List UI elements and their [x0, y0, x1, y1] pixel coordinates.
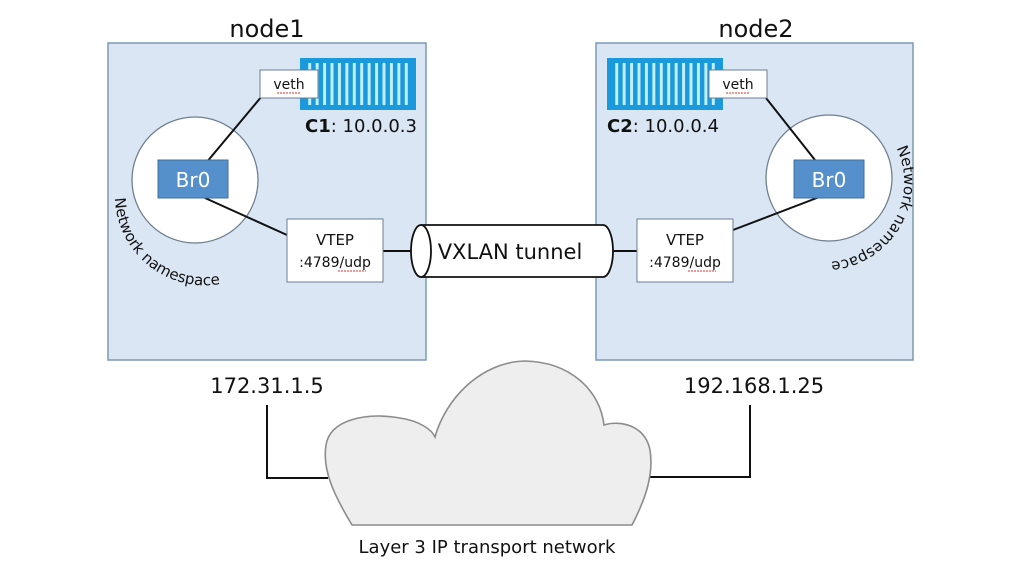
node2-container-label: C2: 10.0.0.4 — [607, 116, 719, 137]
svg-text:veth: veth — [722, 77, 753, 93]
container-body — [607, 58, 723, 110]
node1-vtep: VTEP :4789/udp — [286, 218, 384, 283]
node2-bridge-br0: Br0 — [793, 159, 865, 199]
container-stripe — [337, 63, 341, 105]
container-stripe — [704, 63, 708, 105]
container-stripe — [367, 63, 371, 105]
node1-container-label: C1: 10.0.0.3 — [305, 116, 417, 137]
node2-panel: node2 Network namespace Br0 C2: 10.0.0.4… — [595, 15, 918, 361]
node2-host-ip: 192.168.1.25 — [684, 374, 824, 398]
container-stripe — [637, 63, 641, 105]
svg-text:veth: veth — [273, 77, 304, 93]
container-body — [300, 58, 416, 110]
svg-text::4789/udp: :4789/udp — [299, 255, 371, 271]
node1-panel: node1 Network namespace Br0 C1: 10.0.0.3… — [107, 15, 427, 361]
container-stripe — [352, 63, 356, 105]
svg-text::4789/udp: :4789/udp — [649, 255, 721, 271]
svg-text:Br0: Br0 — [176, 168, 211, 192]
node1-link-bridge-vtep — [204, 197, 288, 236]
container-stripe — [682, 63, 686, 105]
node2-underlay-link — [650, 405, 751, 478]
node1-underlay-link — [266, 405, 328, 479]
container-stripe — [652, 63, 656, 105]
container-stripe — [330, 63, 334, 105]
container-stripe — [659, 63, 663, 105]
container-stripe — [689, 63, 693, 105]
node1-host-ip: 172.31.1.5 — [210, 374, 324, 398]
container-stripe — [389, 63, 393, 105]
node1-title: node1 — [229, 15, 304, 43]
container-stripe — [674, 63, 678, 105]
container-stripe — [667, 63, 671, 105]
node2-veth: veth — [708, 69, 768, 99]
container-stripe — [375, 63, 379, 105]
cloud-icon — [324, 360, 652, 526]
node1-link-bridge-veth — [205, 95, 263, 164]
container-stripe — [397, 63, 401, 105]
container-stripe — [345, 63, 349, 105]
container-stripe — [644, 63, 648, 105]
node1-bridge-br0: Br0 — [157, 159, 229, 199]
container-stripe — [622, 63, 626, 105]
container-stripe — [615, 63, 619, 105]
svg-text:VTEP: VTEP — [666, 231, 704, 249]
node2-link-bridge-veth — [765, 97, 816, 161]
container-stripe — [360, 63, 364, 105]
container-stripe — [323, 63, 327, 105]
node2-link-bridge-vtep — [732, 195, 823, 231]
tunnel-cylinder-body — [421, 224, 614, 278]
container-stripe — [404, 63, 408, 105]
tunnel-cylinder-end — [410, 224, 432, 278]
svg-text:VTEP: VTEP — [316, 231, 354, 249]
tunnel-label: VXLAN tunnel — [438, 240, 583, 264]
container-stripe — [382, 63, 386, 105]
node2-title: node2 — [718, 15, 793, 43]
node1-veth: veth — [259, 69, 319, 99]
container-stripe — [696, 63, 700, 105]
svg-text:Br0: Br0 — [812, 168, 847, 192]
node2-vtep: VTEP :4789/udp — [636, 218, 734, 283]
node1-container-icon — [300, 58, 416, 110]
container-stripe — [630, 63, 634, 105]
node2-container-icon — [607, 58, 723, 110]
vxlan-tunnel: VXLAN tunnel — [410, 224, 614, 278]
transport-network-label: Layer 3 IP transport network — [359, 537, 617, 558]
